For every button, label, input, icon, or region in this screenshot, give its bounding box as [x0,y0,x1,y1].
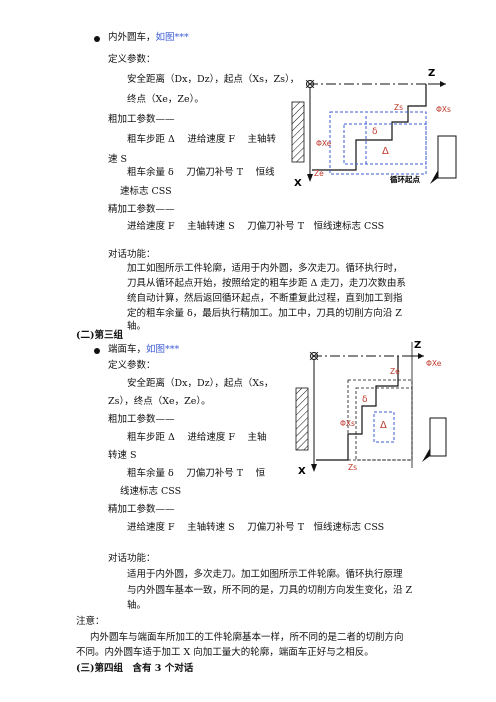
s2-dialog-line-2: 与内外圆车基本一致，所不同的是，刀具的切削方向发生变化，沿 Z [127,585,413,596]
fig2-xs-label: ΦXs [340,419,355,428]
s1-dialog-line-4: 定的粗车余量 δ，最后执行精加工。加工中，刀具的切削方向沿 Z [127,308,402,319]
s1-dialog-line-3: 统自动计算，然后返回循环起点，不断重复此过程，直到加工到指 [127,293,403,304]
origin-symbol-2 [310,352,318,360]
z-arrowhead [440,81,446,87]
fig1-x-label: X [294,178,302,189]
fig2-tool [429,417,447,457]
s2-rough-line2: 转速 S [108,450,137,461]
note-line-2: 不同。内外圆车适于加工 X 向加工量大的轮廓，端面车正好与之相反。 [76,647,374,658]
s2-dialog-line-1: 适用于内外圆，多次走刀。加工如图所示工件轮廓。循环执行原理 [127,569,403,580]
s1-heading-text: 内外圆车， [108,32,156,43]
s2-heading-text: 端面车， [108,344,147,355]
s2-rough-line3: 粗车余量 δ 刀偏刀补号 T 恒 [127,468,266,479]
s1-figure-link[interactable]: 如图*** [155,32,189,43]
s1-dialog-line-2: 刀具从循环起点开始，按照给定的粗车步距 Δ 走刀，走刀次数由系 [127,278,406,289]
s2-rough-title: 粗加工参数—— [108,414,175,425]
origin-symbol [306,80,314,88]
fig2-x-label: X [298,466,306,477]
rough-pass-2b [355,387,413,461]
s1-dialog-line-1: 加工如图所示工件轮廓，适用于内外圆，多次走刀。循环执行时， [127,263,403,274]
fig1-xe-label: ΦXe [316,139,332,148]
s2-rough-line1: 粗车步距 Δ 进给速度 F 主轴 [127,432,267,443]
s2-finish-line: 进给速度 F 主轴转速 S 刀偏刀补号 T 恒线速标志 CSS [127,522,385,533]
fig2-ze-label: Ze [390,367,400,376]
rough-pass-inner [343,123,427,165]
fig2-z-label: Z [414,340,421,351]
s2-heading: 端面车，如图*** [108,344,180,356]
s2-dialog-title: 对话功能： [108,553,156,564]
group3-heading: (二)第三组 [76,330,123,341]
fig1-delta-label: δ [372,127,378,137]
s2-rough-line4: 线速标志 CSS [120,486,182,497]
bullet-2 [94,348,100,354]
s1-finish-title: 精加工参数—— [108,204,175,215]
s1-heading: 内外圆车，如图*** [108,32,189,44]
s1-rough-line4: 速标志 CSS [120,186,172,197]
s1-rough-line1: 粗车步距 Δ 进给速度 F 主轴转 [127,134,277,145]
s1-dialog-line-5: 轴。 [127,321,147,332]
s2-def-line1: 安全距离（Dx，Dz），起点（Xs， [127,378,274,389]
s1-rough-line2: 速 S [108,154,128,165]
fig1-z-label: Z [428,68,435,79]
fig1-zs-label: Zs [394,103,403,112]
s2-def-line2: Zs），终点（Xe，Ze）。 [108,396,211,407]
fig1-cycle-label: 循环起点 [390,174,420,184]
fig1-ze-label: Ze [314,169,324,178]
rough-pass-2c [373,411,395,443]
bullet-1 [94,36,100,42]
fig1-step-label: Δ [382,146,389,157]
chuck-hatch [291,101,305,163]
fig2-step-label: Δ [380,420,387,431]
fig2-xe-label: ΦXe [426,359,442,368]
figure-2-diagram: Z X Ze ΦXe ΦXs Zs δ Δ [295,340,447,477]
chuck-hatch-2 [295,387,309,451]
note-line-1: 内外圆车与端面车所加工的工件轮廓基本一样，所不同的是二者的切削方向 [90,632,404,643]
fig1-xs-label: ΦXs [436,105,451,114]
note-title: 注意： [76,616,105,627]
fig2-zs-label: Zs [348,463,357,472]
s2-figure-link[interactable]: 如图*** [146,344,180,355]
s2-finish-title: 精加工参数—— [108,504,175,515]
s1-finish-line: 进给速度 F 主轴转速 S 刀偏刀补号 T 恒线速标志 CSS [127,221,385,232]
s1-rough-line3: 粗车余量 δ 刀偏刀补号 T 恒线 [127,167,275,178]
x-arrowhead [307,174,313,182]
group4-heading: (三)第四组 含有 3 个对话 [76,663,194,674]
fig1-tool [437,135,457,179]
s1-def-line2: 终点（Xe，Ze）。 [127,94,204,105]
s1-def-title: 定义参数： [108,54,156,65]
s1-dialog-title: 对话功能： [108,249,156,260]
s2-def-title: 定义参数： [108,360,156,371]
s2-dialog-line-3: 轴。 [127,600,147,611]
s1-rough-title: 粗加工参数—— [108,114,175,125]
s1-def-line1: 安全距离（Dx，Dz），起点（Xs，Zs）， [127,74,300,85]
work-profile [312,84,427,171]
fig2-delta-label: δ [362,395,368,405]
figure-1-diagram: Z X Zs ΦXs ΦXe Ze δ Δ 循环起点 [291,68,457,189]
work-profile-2 [316,356,399,461]
